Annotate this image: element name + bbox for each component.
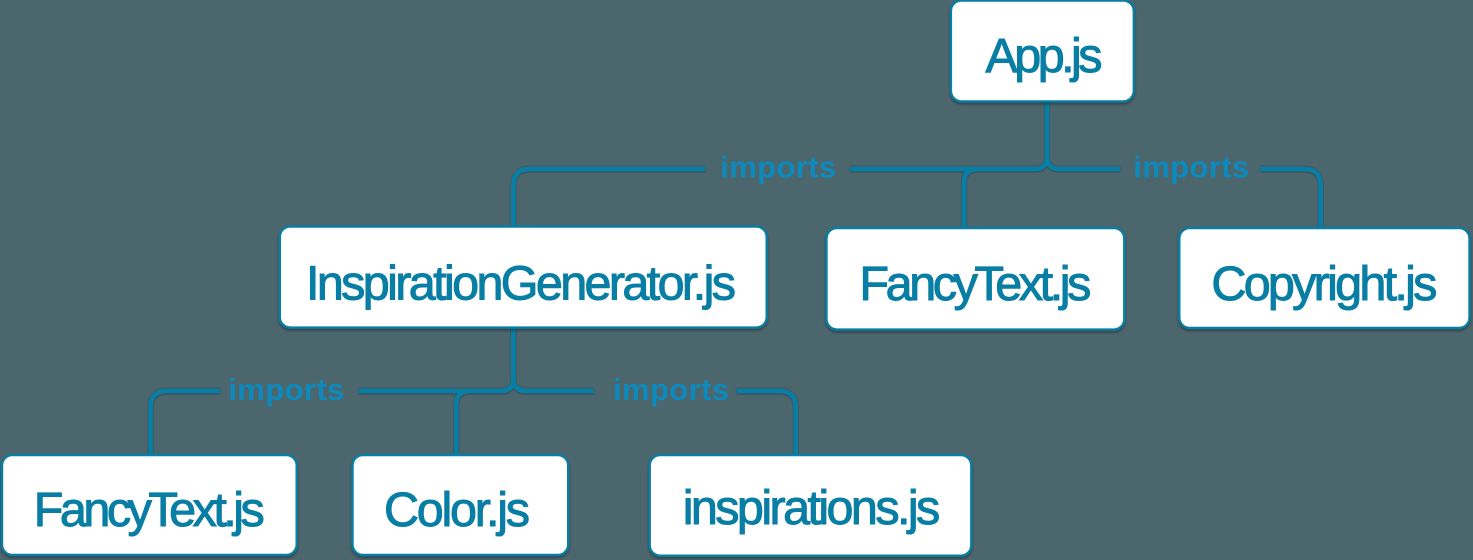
svg-text:FancyText.js: FancyText.js	[34, 483, 265, 537]
svg-text:imports: imports	[720, 149, 836, 184]
svg-text:Color.js: Color.js	[384, 483, 530, 537]
svg-text:App.js: App.js	[986, 29, 1103, 83]
svg-text:imports: imports	[613, 372, 729, 407]
svg-text:imports: imports	[228, 372, 344, 407]
svg-text:Copyright.js: Copyright.js	[1211, 257, 1437, 311]
svg-text:FancyText.js: FancyText.js	[859, 257, 1091, 311]
svg-text:imports: imports	[1133, 149, 1249, 184]
svg-text:InspirationGenerator.js: InspirationGenerator.js	[306, 257, 736, 311]
svg-text:inspirations.js: inspirations.js	[683, 481, 941, 535]
